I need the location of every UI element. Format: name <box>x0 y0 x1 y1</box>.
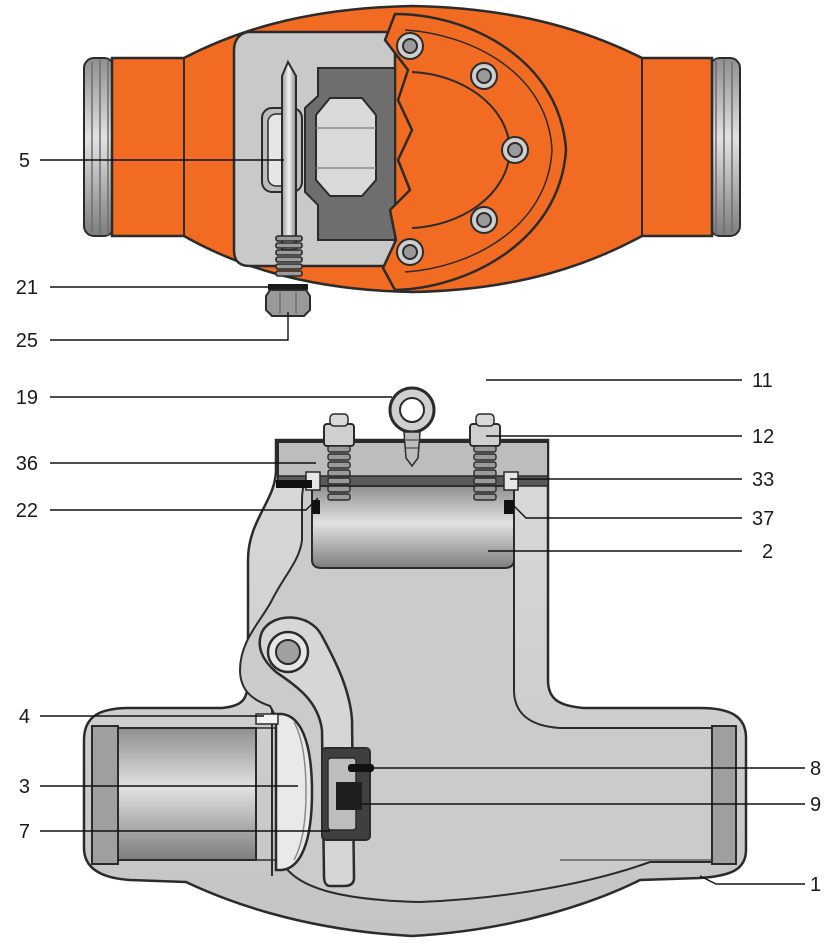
callout-36: 36 <box>16 453 38 475</box>
callout-33: 33 <box>752 469 774 491</box>
leader-lines <box>40 159 805 885</box>
right-end-fitting <box>709 57 741 237</box>
left-end-fitting <box>83 57 115 237</box>
callout-5: 5 <box>19 150 30 172</box>
top-view <box>83 4 741 317</box>
bonnet <box>276 386 549 569</box>
stud-bolt-right <box>469 413 501 501</box>
hinge-pin <box>265 59 311 317</box>
callout-2: 2 <box>762 541 773 563</box>
section-view <box>82 386 748 938</box>
callout-8: 8 <box>810 758 821 780</box>
callout-19: 19 <box>16 387 38 409</box>
callout-4: 4 <box>19 706 30 728</box>
callout-21: 21 <box>16 277 38 299</box>
callout-3: 3 <box>19 776 30 798</box>
callout-12: 12 <box>752 426 774 448</box>
callout-25: 25 <box>16 330 38 352</box>
callout-22: 22 <box>16 500 38 522</box>
callout-labels: 5 21 25 19 36 22 4 3 7 11 12 33 37 2 8 9… <box>16 150 821 896</box>
callout-7: 7 <box>19 821 30 843</box>
stud-bolt-left <box>323 413 355 501</box>
cover-bolt-icon <box>396 32 529 266</box>
cover-flange <box>381 12 568 292</box>
callout-37: 37 <box>752 508 774 530</box>
eyebolt <box>388 386 436 468</box>
callout-1: 1 <box>810 874 821 896</box>
callout-9: 9 <box>810 794 821 816</box>
callout-11: 11 <box>752 370 773 392</box>
disc-nut <box>321 747 374 841</box>
